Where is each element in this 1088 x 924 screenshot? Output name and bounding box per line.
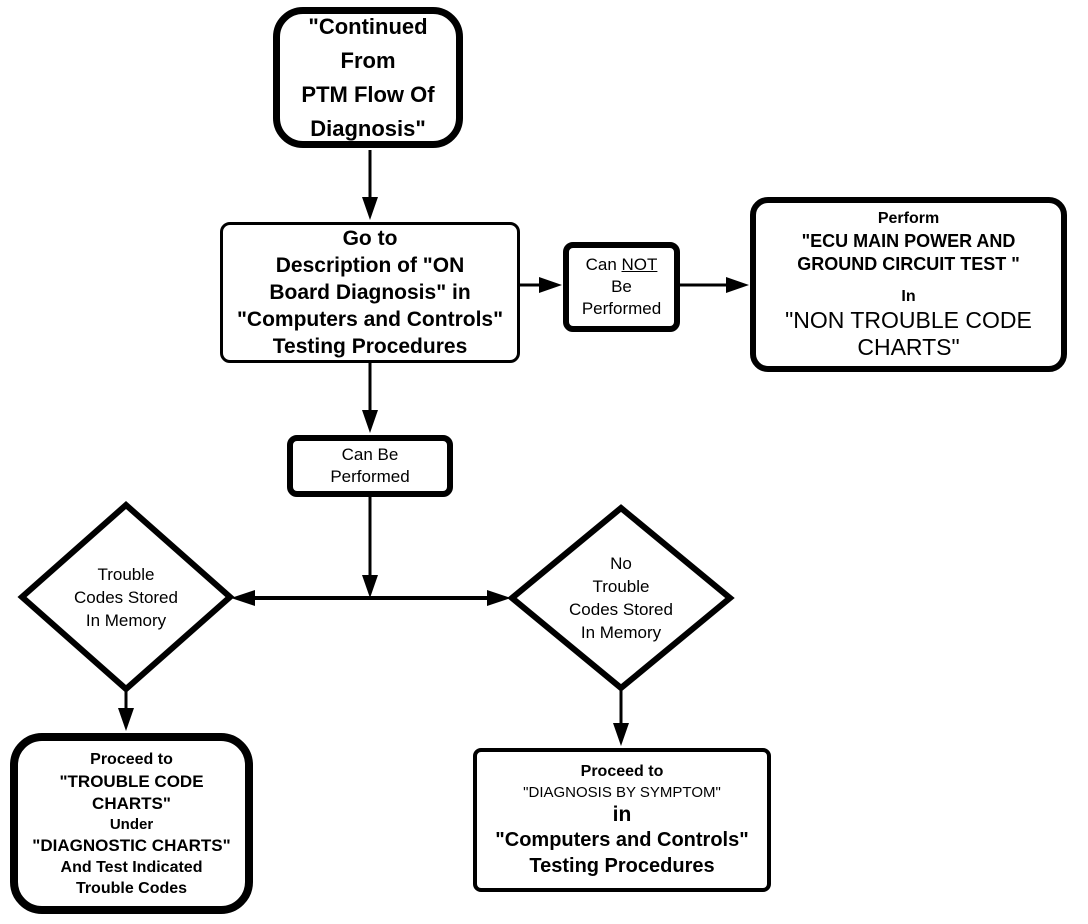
- node-text-line: Can NOT: [586, 254, 658, 276]
- node-text-line: "TROUBLE CODE: [59, 771, 204, 791]
- diamond-text-trouble-codes: Trouble Codes Stored In Memory: [22, 505, 230, 689]
- node-text-line: "ECU MAIN POWER AND: [801, 231, 1016, 251]
- arrowhead-down-icon: [118, 708, 134, 731]
- node-can-be-performed: Can Be Performed: [287, 435, 453, 497]
- node-text-line: PTM Flow Of: [301, 81, 435, 107]
- node-text-line: Diagnosis": [310, 115, 426, 141]
- node-text-line: Proceed to: [580, 763, 664, 780]
- node-ecu-main-power-test: Perform "ECU MAIN POWER AND GROUND CIRCU…: [750, 197, 1067, 372]
- node-text-line: Trouble: [97, 564, 155, 584]
- node-text-line: CHARTS": [857, 334, 960, 360]
- arrowhead-right-icon: [539, 277, 562, 293]
- node-continued-from-ptm: "Continued From PTM Flow Of Diagnosis": [273, 7, 463, 148]
- arrowhead-right-icon: [487, 590, 511, 606]
- arrowhead-left-icon: [231, 590, 255, 606]
- arrowhead-right-icon: [726, 277, 749, 293]
- node-text-line: Codes Stored: [569, 600, 673, 619]
- node-text-line: Testing Procedures: [529, 855, 715, 877]
- node-text-line: Testing Procedures: [272, 335, 468, 358]
- node-text-line: Trouble Codes: [75, 879, 188, 897]
- node-text-line: Go to: [342, 227, 398, 250]
- node-text-line: "DIAGNOSTIC CHARTS": [32, 835, 231, 855]
- diamond-text-no-trouble-codes: No Trouble Codes Stored In Memory: [512, 508, 730, 688]
- node-text-line: Proceed to: [90, 750, 173, 768]
- node-text-line: Under: [109, 815, 154, 833]
- arrowhead-down-icon: [362, 410, 378, 433]
- arrowhead-down-icon: [362, 197, 378, 220]
- node-text-line: Trouble: [592, 577, 650, 596]
- node-text-line: "Continued From: [308, 13, 428, 73]
- node-text-line: Performed: [581, 299, 662, 318]
- node-goto-on-board-diagnosis: Go to Description of "ON Board Diagnosis…: [220, 222, 520, 363]
- node-text-line: Perform: [877, 210, 940, 227]
- node-text-line: Codes Stored: [74, 587, 178, 607]
- node-proceed-trouble-code-charts: Proceed to "TROUBLE CODE CHARTS" Under "…: [10, 733, 253, 914]
- node-text-line: In: [901, 288, 916, 305]
- node-text-line: Be: [611, 277, 632, 296]
- node-text-line: Performed: [330, 467, 410, 486]
- node-text-line: in: [612, 803, 632, 826]
- node-text-line: Can Be: [341, 445, 399, 464]
- node-text-line: CHARTS": [92, 793, 171, 813]
- node-proceed-diagnosis-by-symptom: Proceed to "DIAGNOSIS BY SYMPTOM" in "Co…: [473, 748, 771, 892]
- node-text-line: In Memory: [580, 623, 662, 642]
- cannot-prefix: Can: [585, 255, 622, 274]
- node-text-line: "DIAGNOSIS BY SYMPTOM": [523, 784, 721, 801]
- decision-diamond-no-trouble-codes: [507, 504, 735, 692]
- node-text-line: "Computers and Controls": [495, 829, 749, 851]
- node-text-line: Description of "ON: [275, 254, 465, 277]
- arrowhead-down-icon: [613, 723, 629, 746]
- node-text-line: And Test Indicated: [60, 858, 203, 876]
- arrowhead-down-icon: [362, 575, 378, 598]
- node-cannot-be-performed: Can NOT Be Performed: [563, 242, 680, 332]
- cannot-not-underlined: NOT: [621, 255, 658, 274]
- node-text-line: No: [610, 554, 632, 573]
- node-text-line: "Computers and Controls": [236, 308, 504, 331]
- decision-diamond-trouble-codes: [17, 500, 235, 694]
- node-text-line: Board Diagnosis" in: [269, 281, 471, 304]
- node-text-line: In Memory: [85, 610, 167, 630]
- node-text-line: GROUND CIRCUIT TEST ": [797, 254, 1020, 274]
- node-text-line: "NON TROUBLE CODE: [785, 307, 1032, 333]
